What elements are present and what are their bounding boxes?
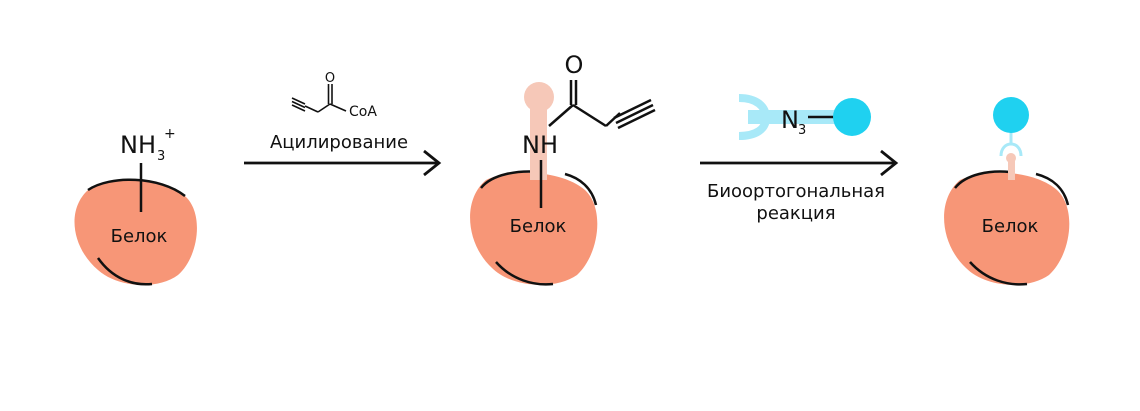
step3-group: Белок	[944, 97, 1070, 286]
arrow2-label-line2: реакция	[756, 203, 835, 224]
arrow1-label: Ацилирование	[270, 132, 408, 153]
arrow2-head	[880, 149, 899, 177]
carbonyl-o-label: O	[565, 51, 584, 79]
protein-outline-icon	[954, 170, 1011, 189]
protein-outline-icon	[564, 172, 598, 206]
protein-label: Белок	[111, 226, 168, 247]
azide-link-bar	[748, 110, 850, 124]
protein-outline-icon	[495, 261, 554, 286]
arrow2-label-line1: Биоортогональная	[707, 181, 885, 202]
azide-label: N	[781, 106, 799, 134]
amine-subscript: 3	[157, 149, 165, 164]
acryloyl-structure	[548, 80, 656, 130]
protein-outline-icon	[969, 261, 1028, 286]
step1-group: Белок NH 3 +	[74, 126, 197, 286]
protein-outline-icon	[1035, 172, 1070, 206]
protein-label: Белок	[982, 216, 1039, 237]
arrow2-group: N 3 Биоортогональная реакция	[700, 94, 899, 224]
amine-superscript: +	[164, 126, 176, 142]
acyl-carbonyl-o: O	[325, 71, 335, 86]
azide-subscript: 3	[798, 123, 806, 138]
coa-label: CoA	[349, 104, 377, 120]
fluorophore-circle-icon	[833, 98, 871, 136]
highlight-stem	[1008, 158, 1015, 180]
amine-label: NH	[120, 131, 156, 159]
highlight-circle-icon	[524, 82, 554, 112]
arrow1-group: O CoA Ацилирование	[244, 71, 442, 177]
arrow1-head	[423, 149, 442, 177]
protein-blob-icon	[74, 179, 197, 286]
azide-clamp-icon	[738, 94, 771, 140]
highlight-circle-icon	[1006, 153, 1016, 163]
fluorophore-circle-icon	[993, 97, 1029, 133]
protein-blob-icon	[470, 172, 598, 285]
protein-outline-icon	[87, 178, 186, 197]
nh-label: NH	[522, 131, 558, 159]
protein-label: Белок	[510, 216, 567, 237]
protein-blob-icon	[944, 172, 1070, 285]
acyl-coa-structure	[291, 84, 347, 113]
protein-outline-icon	[96, 257, 153, 286]
step2-group: NH O Белок	[470, 51, 656, 286]
highlight-stem	[530, 100, 547, 180]
